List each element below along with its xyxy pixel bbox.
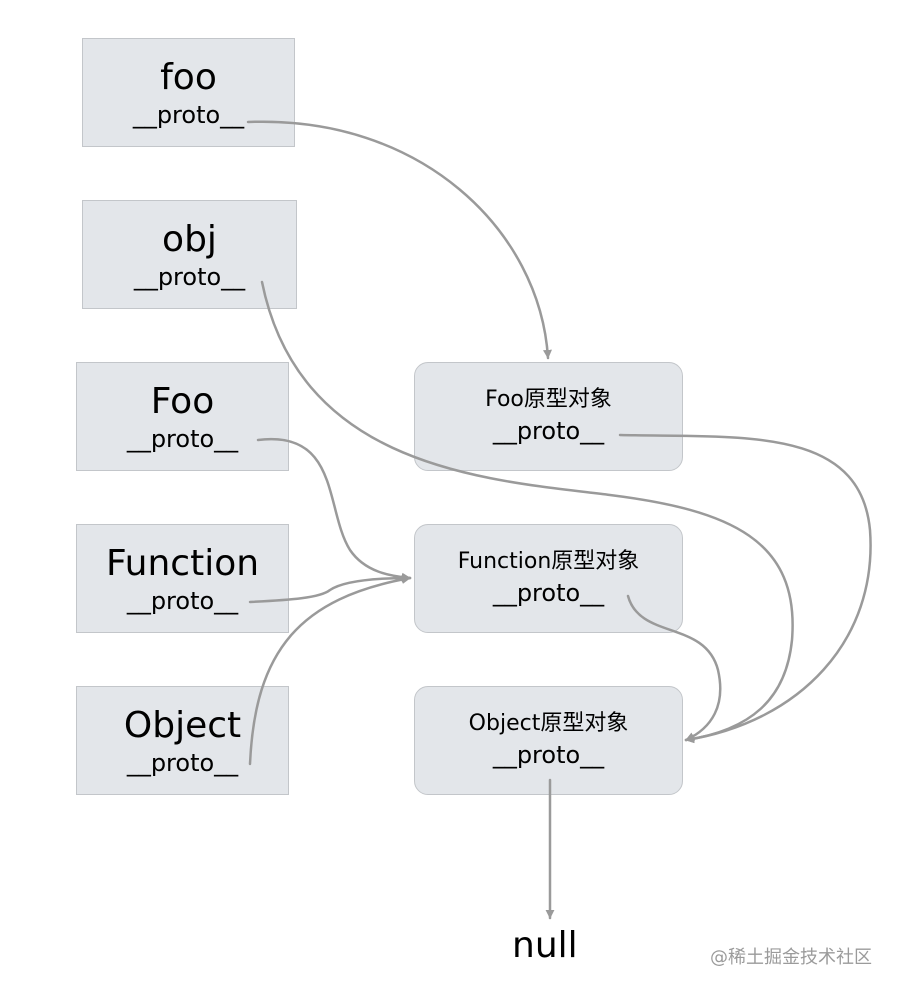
object-prototype-box: Object原型对象 __proto__ — [414, 686, 683, 795]
function-label: Function — [105, 543, 260, 584]
foo-box: foo __proto__ — [82, 38, 295, 147]
arrow-foo-constructor-to-function-prototype — [256, 437, 412, 582]
watermark-text: @稀土掘金技术社区 — [710, 947, 872, 968]
arrow-foo-prototype-to-object-prototype — [618, 433, 872, 744]
foo-prototype-proto-label: __proto__ — [492, 417, 605, 445]
object-label: Object — [123, 705, 242, 746]
foo-constructor-box: Foo __proto__ — [76, 362, 289, 471]
foo-constructor-proto-label: __proto__ — [126, 425, 239, 453]
arrow-obj-to-object-prototype — [260, 280, 794, 744]
arrow-object-to-function-prototype — [248, 575, 412, 766]
null-label: null — [512, 925, 578, 966]
object-prototype-label: Object原型对象 — [468, 711, 629, 736]
function-prototype-label: Function原型对象 — [457, 549, 640, 574]
foo-proto-label: __proto__ — [132, 101, 245, 129]
arrow-foo-to-foo-prototype — [246, 120, 552, 360]
foo-prototype-box: Foo原型对象 __proto__ — [414, 362, 683, 471]
object-box: Object __proto__ — [76, 686, 289, 795]
arrow-function-to-function-prototype — [248, 573, 412, 604]
obj-proto-label: __proto__ — [133, 263, 246, 291]
obj-label: obj — [162, 219, 217, 260]
foo-prototype-label: Foo原型对象 — [485, 387, 612, 412]
foo-label: foo — [160, 57, 217, 98]
object-proto-label: __proto__ — [126, 749, 239, 777]
function-proto-label: __proto__ — [126, 587, 239, 615]
obj-box: obj __proto__ — [82, 200, 297, 309]
foo-constructor-label: Foo — [150, 381, 215, 422]
function-prototype-proto-label: __proto__ — [492, 579, 605, 607]
function-box: Function __proto__ — [76, 524, 289, 633]
object-prototype-proto-label: __proto__ — [492, 741, 605, 769]
arrow-function-prototype-to-object-prototype — [626, 594, 722, 742]
